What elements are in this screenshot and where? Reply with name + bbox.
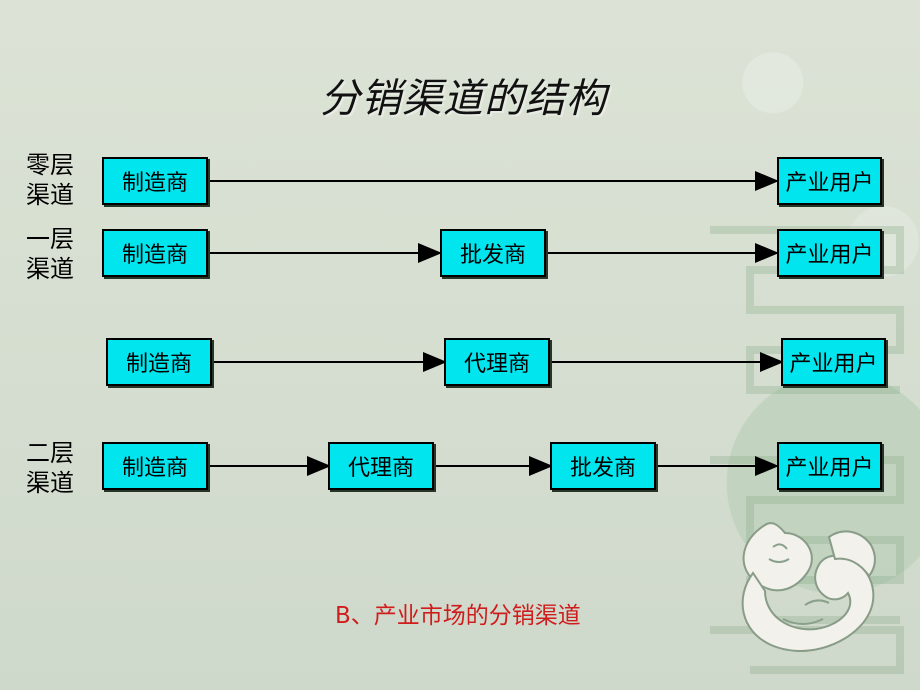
node-manufacturer: 制造商 — [102, 442, 208, 490]
row-label-line: 渠道 — [26, 181, 74, 209]
row-label-line: 渠道 — [26, 469, 74, 497]
node-manufacturer: 制造商 — [106, 338, 212, 386]
node-industrial-user: 产业用户 — [777, 157, 882, 205]
node-industrial-user: 产业用户 — [777, 442, 882, 490]
node-manufacturer: 制造商 — [102, 229, 208, 277]
node-manufacturer: 制造商 — [102, 157, 208, 205]
row-label-line: 一层 — [26, 225, 74, 253]
caption-text: B、产业市场的分销渠道 — [335, 603, 581, 629]
diagram-title: 分销渠道的结构 — [320, 76, 607, 122]
row-label-line: 零层 — [26, 151, 74, 179]
row-label-one-level: 一层 渠道 — [20, 224, 80, 284]
node-industrial-user: 产业用户 — [781, 338, 886, 386]
row-label-line: 渠道 — [26, 255, 74, 283]
row-label-zero-level: 零层 渠道 — [20, 150, 80, 210]
node-wholesaler: 批发商 — [440, 229, 546, 277]
row-label-line: 二层 — [26, 439, 74, 467]
node-industrial-user: 产业用户 — [777, 229, 882, 277]
node-agent: 代理商 — [444, 338, 550, 386]
node-agent: 代理商 — [328, 442, 434, 490]
jade-dragon-ornament — [741, 522, 876, 652]
row-label-two-level: 二层 渠道 — [20, 438, 80, 498]
node-wholesaler: 批发商 — [550, 442, 656, 490]
